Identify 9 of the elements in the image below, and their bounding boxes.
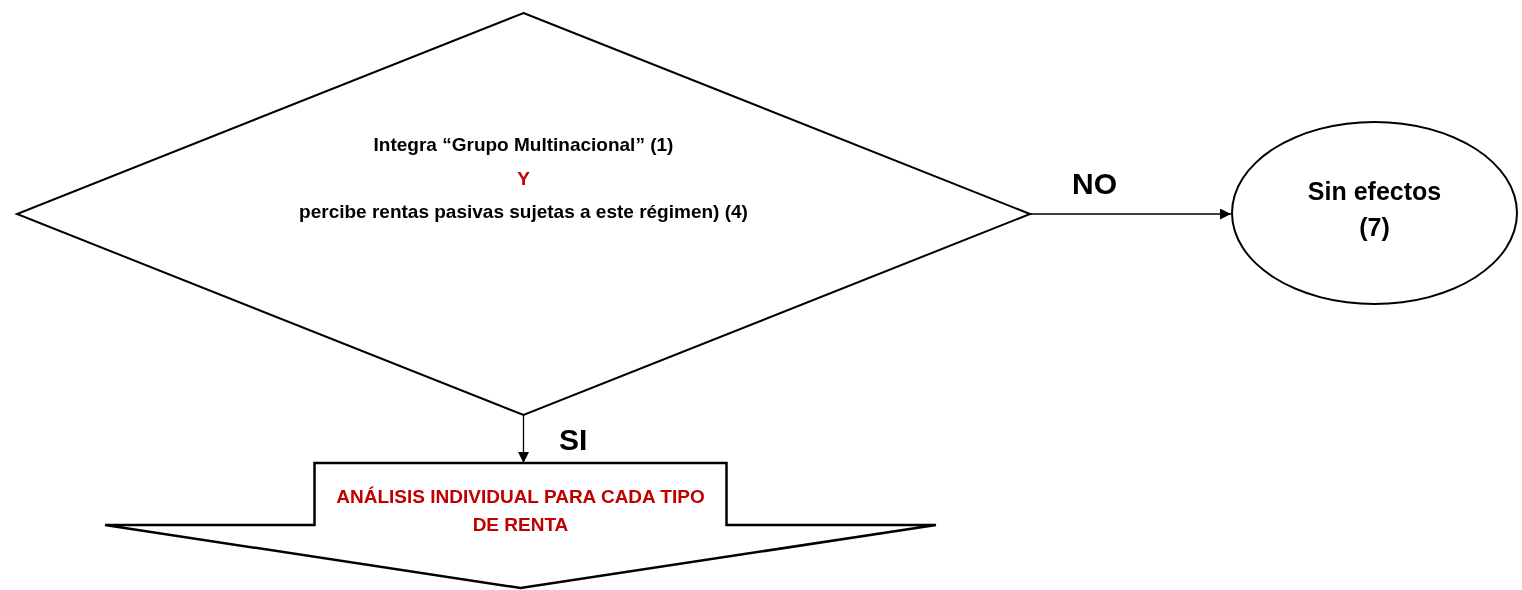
arrow	[1029, 208, 1232, 220]
arrow	[518, 414, 529, 464]
node-text: ANÁLISIS INDIVIDUAL PARA CADA TIPO DE RENTA	[335, 485, 706, 537]
node-text: Y	[517, 166, 530, 191]
node-text: Integra “Grupo Multinacional” (1)	[373, 133, 674, 157]
decision-diamond	[17, 13, 1030, 415]
node-text: percibe rentas pasivas sujetas a este régimen) (4)	[299, 200, 748, 225]
node-text: Sin efectos (7)	[1306, 176, 1443, 244]
block-arrow	[105, 463, 936, 588]
